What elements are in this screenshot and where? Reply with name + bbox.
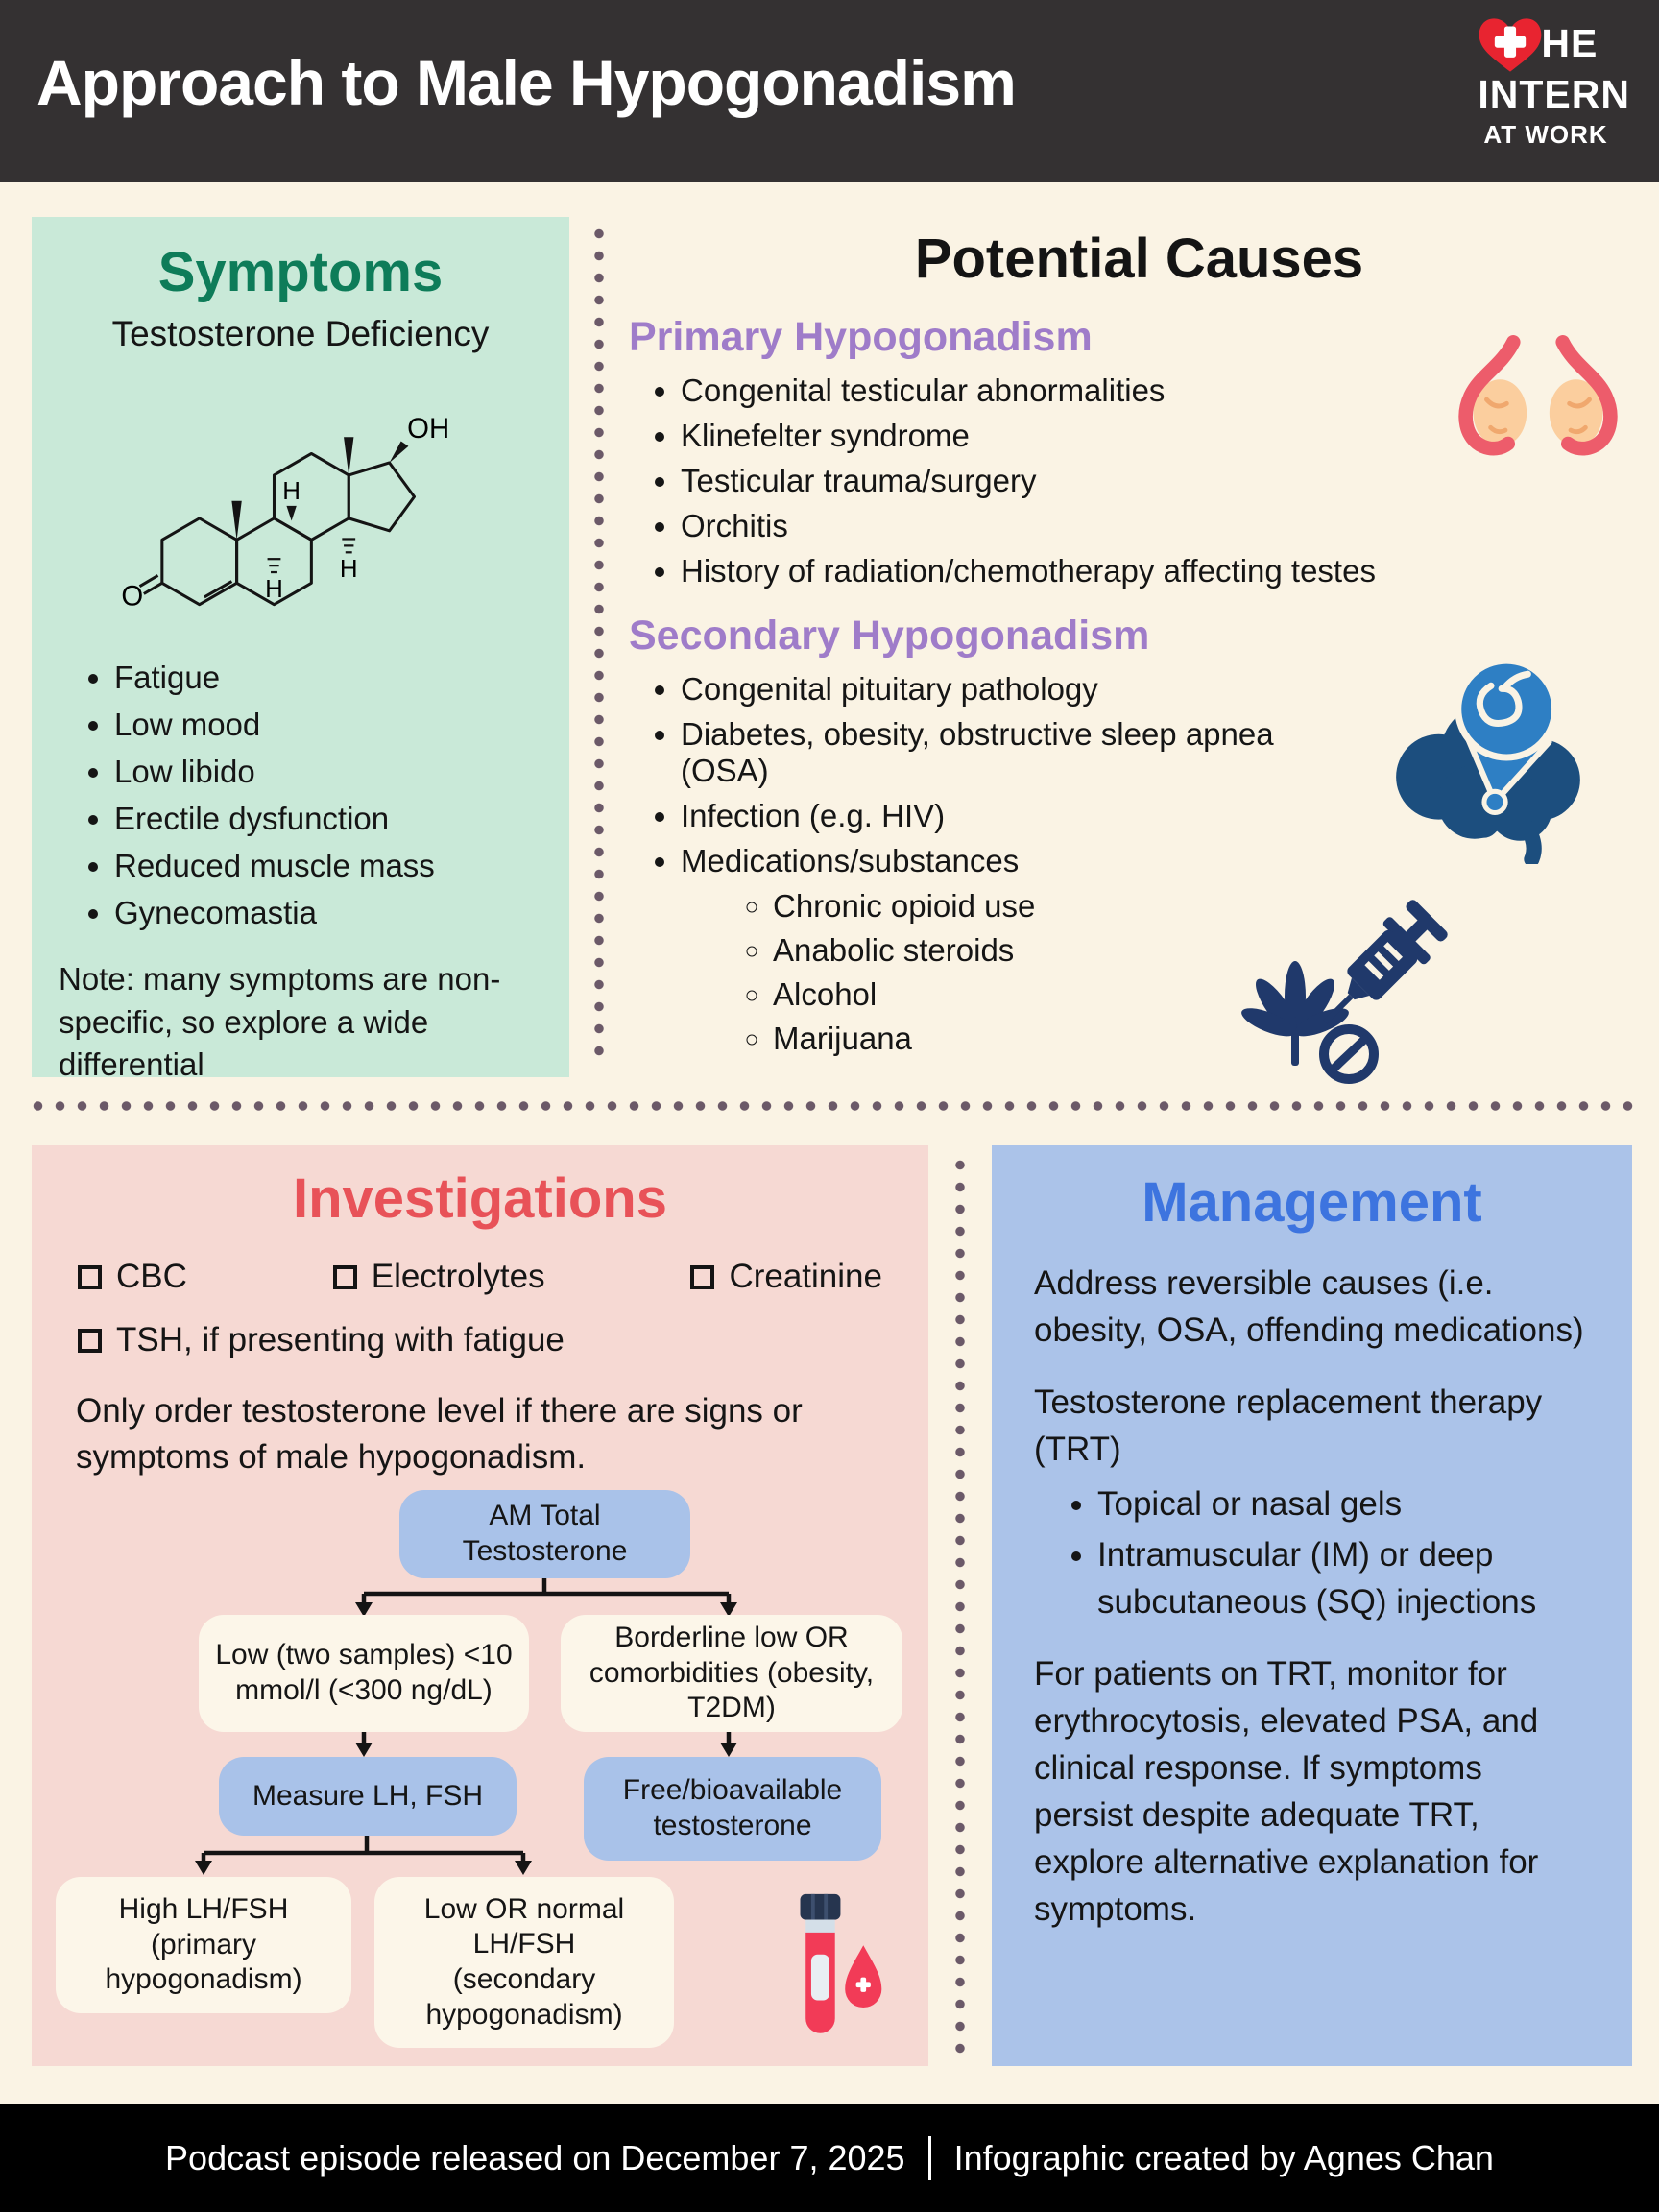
flow-box-borderline: Borderline low OR comorbidities (obesity…	[561, 1615, 902, 1732]
substances-icon	[1216, 891, 1456, 1097]
list-item: Anabolic steroids	[773, 932, 1649, 969]
horizontal-dotted-divider	[27, 1101, 1634, 1111]
testosterone-molecule-icon: OH H H H O	[121, 413, 449, 613]
list-item: Testicular trauma/surgery	[681, 463, 1649, 499]
molecule-h-label: H	[265, 576, 283, 603]
primary-hypogonadism-heading: Primary Hypogonadism	[629, 314, 1093, 360]
secondary-causes-list: Congenital pituitary pathologyDiabetes, …	[629, 671, 1282, 879]
symptoms-list: FatigueLow moodLow libidoErectile dysfun…	[59, 660, 542, 931]
checkbox-row: CBC Electrolytes Creatinine	[78, 1258, 882, 1296]
symptoms-title: Symptoms	[157, 241, 444, 303]
list-item: Low mood	[114, 707, 542, 743]
list-item: Orchitis	[681, 508, 1649, 544]
list-item: Topical or nasal gels	[1097, 1480, 1590, 1527]
flow-box-low: Low (two samples) <10 mmol/l (<300 ng/dL…	[199, 1615, 529, 1732]
list-item: Chronic opioid use	[773, 888, 1649, 925]
blood-test-tube-icon	[773, 1892, 886, 2053]
list-item: Medications/substances	[681, 843, 1282, 879]
flow-box-high-lh-fsh: High LH/FSH (primary hypogonadism)	[56, 1877, 351, 2013]
investigations-title: Investigations	[293, 1167, 667, 1230]
footer-divider	[927, 2136, 931, 2180]
checkbox-icon	[690, 1264, 715, 1289]
investigations-note: Only order testosterone level if there a…	[76, 1392, 803, 1477]
symptoms-subtitle: Testosterone Deficiency	[111, 314, 490, 353]
footer-credit-text: Infographic created by Agnes Chan	[953, 2138, 1494, 2177]
management-paragraph-trt: Testosterone replacement therapy (TRT)	[1034, 1383, 1543, 1468]
logo-text-he: HE	[1541, 20, 1599, 65]
list-item: Erectile dysfunction	[114, 801, 542, 837]
testes-icon	[1448, 334, 1628, 479]
secondary-hypogonadism-heading: Secondary Hypogonadism	[629, 613, 1150, 659]
flow-box-low-normal-lh-fsh: Low OR normal LH/FSH (secondary hypogona…	[374, 1877, 674, 2048]
investigations-panel: Investigations CBC Electrolytes Creatini…	[32, 1145, 928, 2066]
list-item: Low libido	[114, 754, 542, 790]
footer: Podcast episode released on December 7, …	[0, 2104, 1659, 2212]
molecule-h-label: H	[282, 478, 301, 505]
primary-causes-list: Congenital testicular abnormalitiesKline…	[629, 373, 1649, 589]
potential-causes-section: Potential Causes Primary Hypogonadism Co…	[629, 217, 1649, 1084]
list-item: Congenital pituitary pathology	[681, 671, 1282, 708]
checkbox-label: TSH, if presenting with fatigue	[116, 1321, 565, 1358]
list-item: Klinefelter syndrome	[681, 418, 1649, 454]
list-item: Congenital testicular abnormalities	[681, 373, 1649, 409]
list-item: History of radiation/chemotherapy affect…	[681, 553, 1649, 589]
checkbox-label: CBC	[116, 1258, 187, 1295]
list-item: Infection (e.g. HIV)	[681, 798, 1282, 834]
checkbox-icon	[78, 1264, 102, 1289]
list-item: Alcohol	[773, 976, 1649, 1013]
molecule-h-label: H	[340, 556, 358, 583]
checkbox-icon	[332, 1264, 357, 1289]
checkbox-item-creatinine: Creatinine	[690, 1258, 882, 1296]
list-item: Marijuana	[773, 1021, 1649, 1057]
list-item: Intramuscular (IM) or deep subcutaneous …	[1097, 1531, 1590, 1625]
vertical-dotted-divider	[955, 1154, 965, 2058]
logo-line1: HE	[1478, 13, 1630, 73]
heart-cross-icon	[1478, 13, 1542, 73]
flow-box-am-total-testosterone: AM Total Testosterone	[399, 1490, 690, 1578]
management-panel: Management Address reversible causes (i.…	[992, 1145, 1632, 2066]
symptoms-panel: Symptoms Testosterone Deficiency OH H	[32, 217, 569, 1082]
checkbox-icon	[78, 1328, 102, 1353]
management-paragraph-monitoring: For patients on TRT, monitor for erythro…	[1034, 1655, 1539, 1928]
flow-box-measure-lh-fsh: Measure LH, FSH	[219, 1757, 517, 1836]
checkbox-item-tsh: TSH, if presenting with fatigue	[78, 1321, 565, 1359]
checkbox-label: Creatinine	[729, 1258, 882, 1295]
brain-pituitary-icon	[1382, 651, 1596, 869]
causes-title: Potential Causes	[914, 228, 1364, 290]
management-paragraph-reversible-causes: Address reversible causes (i.e. obesity,…	[1034, 1264, 1584, 1349]
checkbox-item-cbc: CBC	[78, 1258, 187, 1296]
molecule-o-label: O	[121, 581, 143, 613]
logo-text-at-work: AT WORK	[1483, 120, 1608, 149]
page-title: Approach to Male Hypogonadism	[36, 47, 1017, 118]
podcast-logo: HE INTERN AT WORK	[1478, 13, 1630, 147]
vertical-dotted-divider	[594, 223, 604, 1066]
management-trt-list: Topical or nasal gelsIntramuscular (IM) …	[1034, 1480, 1590, 1625]
list-item: Diabetes, obesity, obstructive sleep apn…	[681, 716, 1282, 789]
list-item: Gynecomastia	[114, 895, 542, 931]
checkbox-item-electrolytes: Electrolytes	[332, 1258, 545, 1296]
checkbox-row: TSH, if presenting with fatigue	[78, 1321, 882, 1359]
symptoms-note: Note: many symptoms are non-specific, so…	[59, 961, 501, 1083]
checkbox-label: Electrolytes	[371, 1258, 545, 1295]
management-title: Management	[1142, 1171, 1482, 1234]
logo-text-intern: INTERN	[1478, 72, 1630, 116]
list-item: Fatigue	[114, 660, 542, 696]
list-item: Reduced muscle mass	[114, 848, 542, 884]
substances-sublist: Chronic opioid useAnabolic steroidsAlcoh…	[629, 888, 1649, 1057]
flow-box-free-testosterone: Free/bioavailable testosterone	[584, 1757, 881, 1861]
molecule-oh-label: OH	[407, 413, 449, 445]
header: Approach to Male Hypogonadism HE INTERN …	[0, 0, 1659, 182]
footer-release-text: Podcast episode released on December 7, …	[165, 2138, 905, 2177]
